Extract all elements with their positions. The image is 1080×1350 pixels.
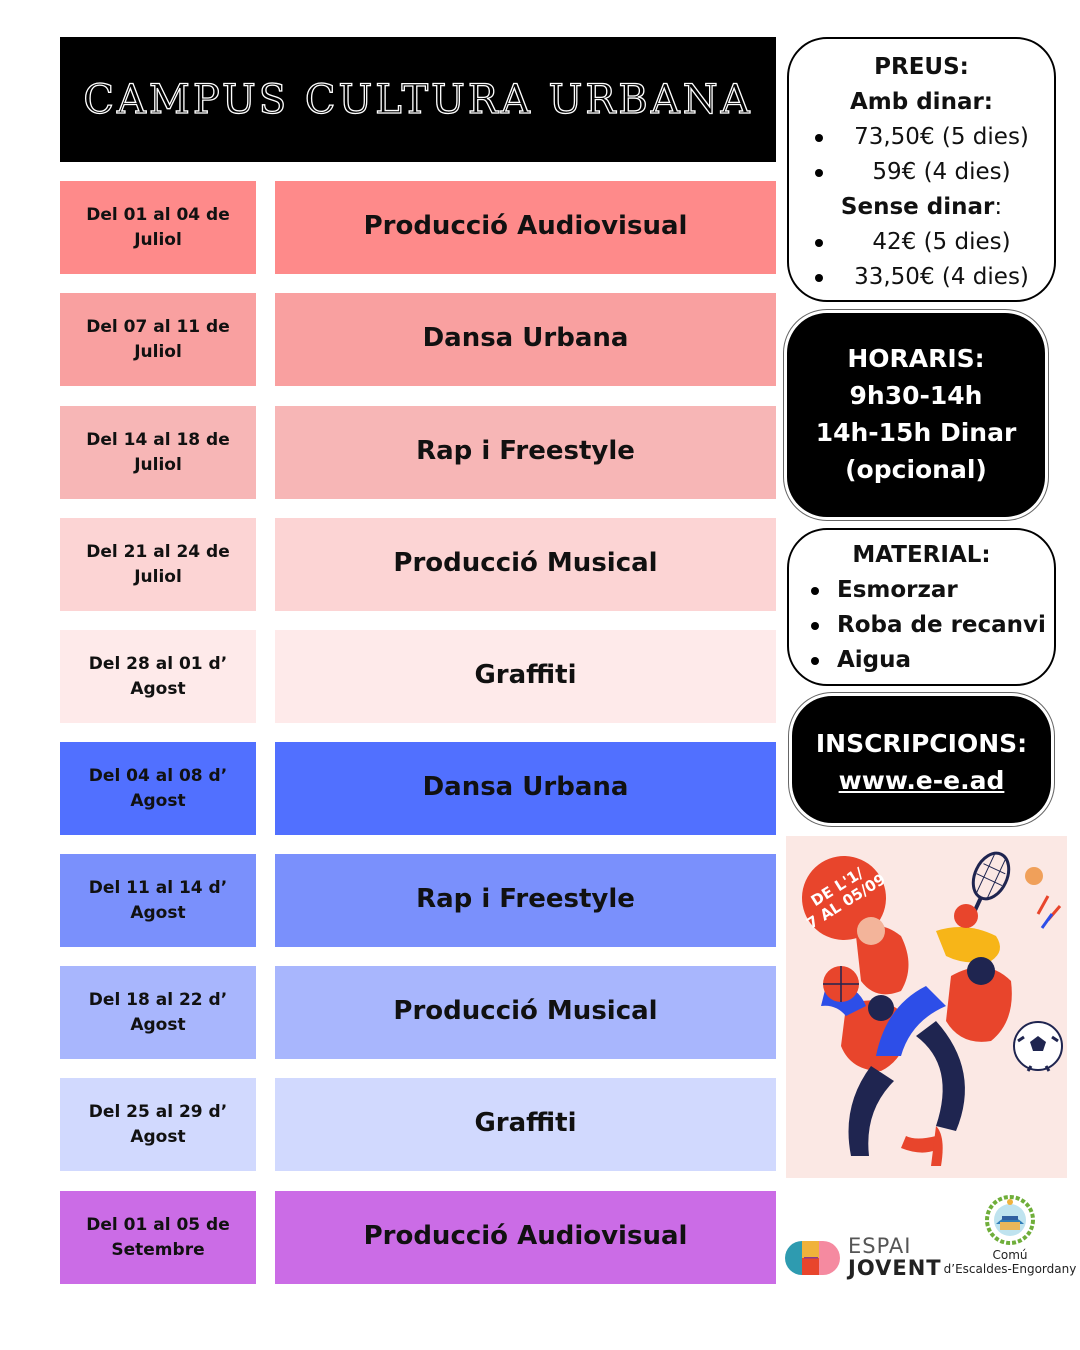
registration-heading: INSCRIPCIONS: bbox=[815, 729, 1028, 758]
course-label: Graffiti bbox=[474, 1107, 577, 1138]
schedule-date: Del 25 al 29 d’ Agost bbox=[60, 1078, 256, 1171]
schedule-date: Del 14 al 18 de Juliol bbox=[60, 406, 256, 499]
schedule-row: Del 01 al 05 de Setembre Producció Audio… bbox=[60, 1191, 776, 1284]
schedule-row: Del 21 al 24 de Juliol Producció Musical bbox=[60, 518, 776, 611]
schedule-date: Del 04 al 08 d’ Agost bbox=[60, 742, 256, 835]
schedule-course: Producció Musical bbox=[275, 518, 776, 611]
price-item: 73,50€ (5 dies) bbox=[789, 120, 1054, 155]
comu-seal-icon bbox=[985, 1195, 1035, 1245]
schedule-date: Del 18 al 22 d’ Agost bbox=[60, 966, 256, 1059]
hours-line: 14h-15h Dinar bbox=[815, 418, 1017, 447]
schedule-course: Dansa Urbana bbox=[275, 742, 776, 835]
comu-logo: Comú d’Escaldes-Engordany bbox=[940, 1194, 1080, 1284]
course-label: Producció Musical bbox=[393, 547, 658, 578]
bullet-icon bbox=[815, 134, 823, 142]
hours-line: 9h30-14h bbox=[849, 381, 983, 410]
course-label: Rap i Freestyle bbox=[416, 435, 635, 466]
prices-heading: PREUS: bbox=[874, 54, 969, 80]
illustration-image: DE L'1/7 AL 05/09 bbox=[786, 836, 1067, 1178]
title-banner: CAMPUS CULTURA URBANA bbox=[60, 37, 776, 162]
bullet-icon bbox=[811, 587, 819, 595]
schedule-course: Rap i Freestyle bbox=[275, 854, 776, 947]
campus-illustration: DE L'1/7 AL 05/09 bbox=[786, 836, 1067, 1178]
bullet-icon bbox=[811, 657, 819, 665]
material-item: Esmorzar bbox=[789, 573, 1054, 608]
material-item: Aigua bbox=[789, 643, 1054, 678]
schedule-date: Del 11 al 14 d’ Agost bbox=[60, 854, 256, 947]
hours-box: HORARIS: 9h30-14h 14h-15h Dinar (opciona… bbox=[787, 313, 1045, 517]
registration-box: INSCRIPCIONS: www.e-e.ad bbox=[792, 696, 1051, 823]
schedule-row: Del 07 al 11 de Juliol Dansa Urbana bbox=[60, 293, 776, 386]
price-item: 42€ (5 dies) bbox=[789, 225, 1054, 260]
escaldes-text: d’Escaldes-Engordany bbox=[943, 1262, 1077, 1276]
schedule-course: Producció Audiovisual bbox=[275, 1191, 776, 1284]
bullet-icon bbox=[811, 622, 819, 630]
schedule-row: Del 14 al 18 de Juliol Rap i Freestyle bbox=[60, 406, 776, 499]
course-label: Dansa Urbana bbox=[422, 322, 629, 353]
hours-line: (opcional) bbox=[845, 455, 987, 484]
bullet-icon bbox=[815, 239, 823, 247]
espai-jovent-logo: ESPAI JOVENT bbox=[784, 1234, 944, 1280]
espai-jovent-mark-icon bbox=[785, 1241, 840, 1275]
schedule-course: Rap i Freestyle bbox=[275, 406, 776, 499]
course-label: Graffiti bbox=[474, 659, 577, 690]
schedule-row: Del 01 al 04 de Juliol Producció Audiovi… bbox=[60, 181, 776, 274]
schedule-course: Graffiti bbox=[275, 1078, 776, 1171]
without-lunch-heading: Sense dinar: bbox=[840, 194, 1003, 220]
price-item: 33,50€ (4 dies) bbox=[789, 260, 1054, 295]
course-label: Producció Musical bbox=[393, 995, 658, 1026]
price-item: 59€ (4 dies) bbox=[789, 155, 1054, 190]
bullet-icon bbox=[815, 274, 823, 282]
course-label: Dansa Urbana bbox=[422, 771, 629, 802]
course-label: Producció Audiovisual bbox=[363, 1220, 688, 1251]
schedule-row: Del 28 al 01 d’ Agost Graffiti bbox=[60, 630, 776, 723]
with-lunch-heading: Amb dinar: bbox=[849, 89, 994, 115]
material-item: Roba de recanvi bbox=[789, 608, 1054, 643]
schedule-date: Del 21 al 24 de Juliol bbox=[60, 518, 256, 611]
schedule-course: Producció Audiovisual bbox=[275, 181, 776, 274]
schedule-course: Graffiti bbox=[275, 630, 776, 723]
comu-text: Comú bbox=[992, 1248, 1028, 1262]
schedule-row: Del 04 al 08 d’ Agost Dansa Urbana bbox=[60, 742, 776, 835]
course-label: Producció Audiovisual bbox=[363, 210, 688, 241]
page-title: CAMPUS CULTURA URBANA bbox=[83, 76, 753, 123]
jovent-text: JOVENT bbox=[848, 1256, 942, 1280]
prices-box: PREUS: Amb dinar: 73,50€ (5 dies) 59€ (4… bbox=[787, 37, 1056, 302]
material-heading: MATERIAL: bbox=[852, 542, 991, 568]
hours-heading: HORARIS: bbox=[847, 344, 985, 373]
course-label: Rap i Freestyle bbox=[416, 883, 635, 914]
material-box: MATERIAL: Esmorzar Roba de recanvi Aigua bbox=[787, 528, 1056, 686]
schedule-date: Del 01 al 05 de Setembre bbox=[60, 1191, 256, 1284]
schedule-date: Del 07 al 11 de Juliol bbox=[60, 293, 256, 386]
schedule-date: Del 28 al 01 d’ Agost bbox=[60, 630, 256, 723]
schedule-row: Del 25 al 29 d’ Agost Graffiti bbox=[60, 1078, 776, 1171]
registration-link[interactable]: www.e-e.ad bbox=[838, 766, 1005, 795]
schedule-course: Producció Musical bbox=[275, 966, 776, 1059]
bullet-icon bbox=[815, 169, 823, 177]
schedule-date: Del 01 al 04 de Juliol bbox=[60, 181, 256, 274]
schedule-row: Del 11 al 14 d’ Agost Rap i Freestyle bbox=[60, 854, 776, 947]
schedule-row: Del 18 al 22 d’ Agost Producció Musical bbox=[60, 966, 776, 1059]
schedule-course: Dansa Urbana bbox=[275, 293, 776, 386]
espai-text: ESPAI bbox=[848, 1234, 912, 1258]
